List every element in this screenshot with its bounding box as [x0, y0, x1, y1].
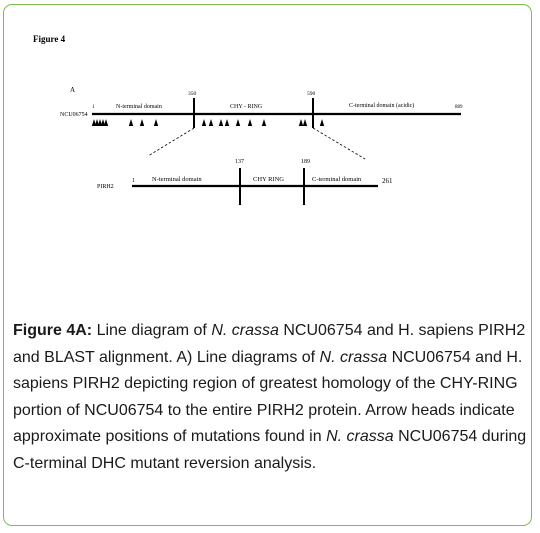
mutation-arrowhead	[319, 119, 325, 126]
mutation-arrowhead	[128, 119, 134, 126]
ncu-domain-n: N-terminal domain	[116, 104, 162, 110]
ncu-domain-c: C-terminal domain (acidic)	[349, 102, 414, 109]
caption-text-3: NCU06754 and H. sapiens PIRH2 depicting …	[13, 348, 523, 446]
mutation-arrowhead	[302, 119, 308, 126]
mutation-arrowhead	[139, 119, 145, 126]
caption-text-4: NCU06754 during C-terminal DHC mutant re…	[13, 428, 527, 472]
pirh2-mark-189: 189	[301, 159, 310, 165]
line-diagram: A NCU06754 1 350 590 889 N-terminal doma…	[60, 86, 463, 205]
caption-italic-1: N. crassa	[211, 322, 279, 339]
caption-text-2: NCU06754 and H. sapiens PIRH2 and BLAST …	[13, 322, 526, 366]
pirh2-name: PIRH2	[97, 184, 114, 190]
mutation-arrowhead	[247, 119, 253, 126]
mutation-arrowhead	[201, 119, 207, 126]
mutation-arrowhead	[153, 119, 159, 126]
mutation-arrowhead	[97, 119, 103, 126]
caption-bold: Figure 4A:	[13, 322, 93, 339]
pirh2-domain-c: C-terminal domain	[312, 176, 362, 183]
figure-card	[3, 4, 532, 526]
ncu-mark-590: 590	[307, 91, 316, 97]
caption-italic-3: N. crassa	[326, 428, 394, 445]
mutation-arrowhead	[261, 119, 267, 126]
caption-text-1: Line diagram of	[92, 322, 212, 339]
ncu-domain-mid: CHY - RING	[230, 104, 263, 110]
ncu-mark-350: 350	[188, 91, 197, 97]
mutation-arrowhead	[224, 119, 230, 126]
mutation-arrowhead	[208, 119, 214, 126]
figure-label: Figure 4	[33, 34, 66, 44]
pirh2-mark-137: 137	[235, 159, 244, 165]
mutation-arrowhead	[298, 119, 304, 126]
pirh2-domain-n: N-terminal domain	[152, 176, 202, 183]
mutation-arrowhead	[100, 119, 106, 126]
pirh2-end: 261	[382, 177, 393, 185]
ncu-start: 1	[92, 105, 95, 110]
mutation-arrowhead	[91, 119, 97, 126]
mutation-arrowheads	[91, 119, 325, 126]
ncu-name: NCU06754	[60, 112, 88, 118]
panel-label: A	[70, 86, 75, 94]
mutation-arrowhead	[94, 119, 100, 126]
pirh2-domain-mid: CHY RING	[253, 176, 284, 183]
alignment-line-left	[147, 127, 195, 157]
alignment-line-right	[312, 127, 366, 160]
ncu-end: 889	[455, 105, 463, 110]
mutation-arrowhead	[103, 119, 109, 126]
caption-italic-2: N. crassa	[319, 348, 388, 366]
figure-caption: Figure 4A: Line diagram of N. crassa NCU…	[13, 318, 528, 477]
mutation-arrowhead	[235, 119, 241, 126]
mutation-arrowhead	[218, 119, 224, 126]
pirh2-start: 1	[132, 178, 135, 184]
